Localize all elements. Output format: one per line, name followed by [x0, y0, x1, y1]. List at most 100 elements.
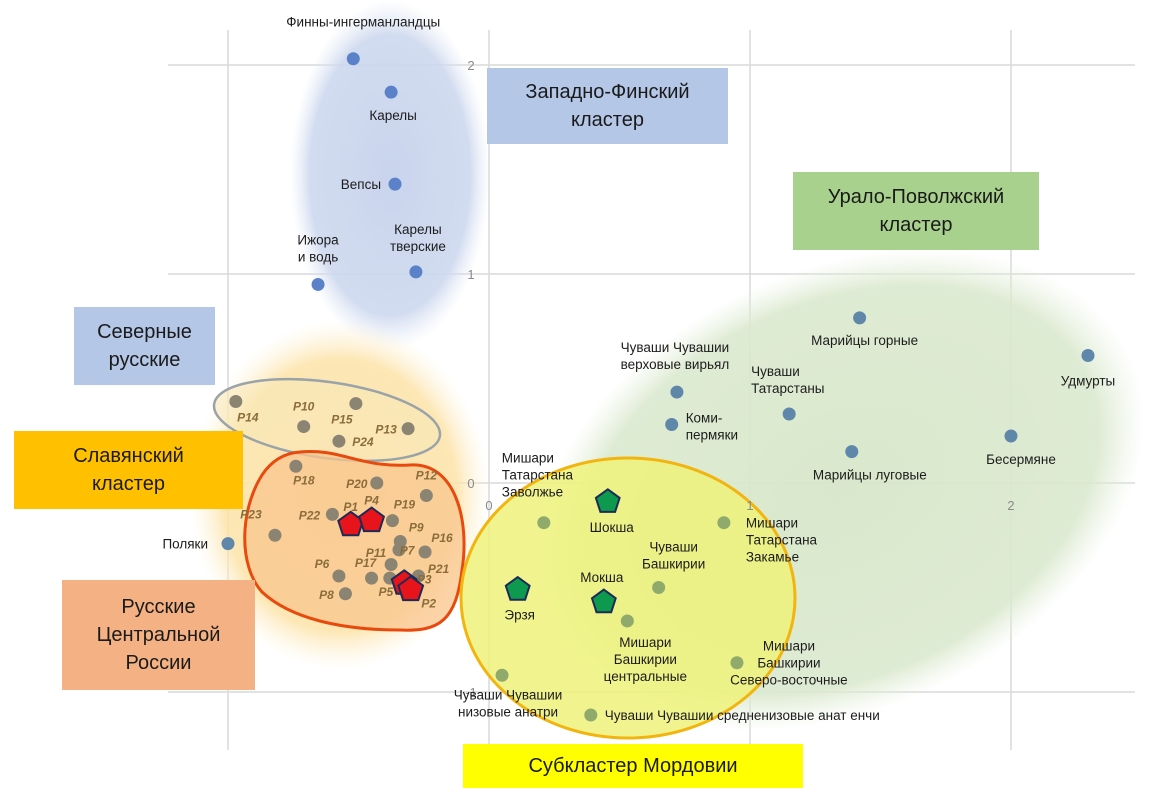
point-label: Карелы тверские [390, 222, 446, 254]
point-label-line: Коми- [686, 410, 723, 425]
point-label: P5 [378, 585, 393, 599]
cluster-label-northern-russians: Северные русские [74, 307, 215, 385]
y-tick-label: 2 [467, 58, 474, 73]
pentagon-marker [504, 575, 531, 601]
point-label-line: P9 [409, 521, 424, 535]
cluster-label-central-russians: Русские Центральной России [62, 580, 255, 690]
circle-marker [325, 507, 339, 521]
point-label-line: Вепсы [341, 177, 381, 192]
point-label: P22 [299, 508, 321, 522]
point-label: Мокша [580, 570, 624, 585]
point-label: P6 [315, 557, 330, 571]
circle-marker [730, 656, 744, 670]
point-label-line: P1 [343, 500, 358, 514]
point-label-line: P6 [315, 557, 330, 571]
point-label-line: P2 [421, 597, 436, 611]
point-label: P16 [431, 531, 453, 545]
point-label: P4 [364, 494, 379, 508]
point-label: Коми-пермяки [686, 410, 738, 442]
point-label: Финны-ингерманландцы [286, 15, 440, 30]
circle-marker [409, 265, 423, 279]
pentagon-marker [594, 488, 621, 513]
point-label-line: P7 [400, 544, 416, 558]
x-tick-label: 0 [485, 498, 492, 513]
point-label: P17 [355, 556, 378, 570]
point-label: P13 [375, 423, 397, 437]
circle-marker [365, 571, 379, 585]
point-label: Карелы [369, 108, 417, 123]
point-label-line: Мишари [746, 516, 798, 531]
pentagon-marker [358, 506, 386, 533]
point-label: P9 [409, 521, 424, 535]
point-label-line: Закамье [746, 550, 799, 565]
circle-marker [229, 394, 243, 408]
point-label: Чуваши Чувашии средненизовые анат енчи [605, 708, 880, 723]
point-label-line: P14 [237, 410, 259, 424]
point-label-line: верховые вирьял [621, 357, 730, 372]
circle-marker [346, 52, 360, 66]
x-tick-label: 2 [1007, 498, 1014, 513]
point-label: Бесермяне [986, 452, 1056, 467]
circle-marker [782, 407, 796, 421]
point-label-line: Мокша [580, 570, 624, 585]
point-label-line: P21 [428, 562, 450, 576]
point-label-line: Татарстаны [751, 381, 824, 396]
pentagon-marker [397, 575, 425, 602]
point-label-line: Мишари [502, 451, 554, 466]
point-label: P11 [366, 546, 387, 560]
point-label-line: Чуваши [649, 540, 698, 555]
point-label-line: Башкирии [642, 557, 705, 572]
point-label: Шокша [590, 520, 635, 535]
west-finnic-halo [290, 0, 490, 350]
point-label: Эрзя [504, 608, 535, 623]
point-label-line: P4 [364, 494, 379, 508]
point-label-line: P13 [375, 423, 397, 437]
point-label-line: Марийцы горные [811, 333, 918, 348]
point-label: P2 [421, 597, 436, 611]
circle-marker [332, 569, 346, 583]
point-label: P1 [343, 500, 358, 514]
point-label-line: Мишари [619, 635, 671, 650]
point-label-line: P24 [352, 435, 374, 449]
cluster-label-slavic: Славянский кластер [14, 431, 243, 509]
point-label-line: тверские [390, 239, 446, 254]
circle-marker [384, 85, 398, 99]
point-label-line: P22 [299, 508, 321, 522]
point-label: Марийцы луговые [813, 468, 927, 483]
point-label-line: низовые анатри [458, 704, 558, 719]
circle-marker [388, 177, 402, 191]
circle-marker [392, 543, 406, 557]
circle-marker [717, 516, 731, 530]
point-label-line: Карелы [394, 222, 442, 237]
circle-marker [401, 422, 415, 436]
circle-marker [537, 516, 551, 530]
y-tick-label: -1 [465, 685, 477, 700]
circle-marker [311, 277, 325, 291]
point-label-line: Татарстана [746, 533, 818, 548]
point-label-line: Чуваши Чувашии [621, 340, 730, 355]
cluster-label-west-finnic: Западно-Финский кластер [487, 68, 728, 144]
point-label: Поляки [162, 537, 208, 552]
point-label-line: Чуваши [751, 364, 800, 379]
circle-marker [385, 514, 399, 528]
circle-marker [620, 614, 634, 628]
circle-marker [1004, 429, 1018, 443]
point-label-line: P15 [331, 413, 353, 427]
point-label-line: Эрзя [504, 608, 535, 623]
point-label: P24 [352, 435, 374, 449]
point-label-line: P19 [394, 498, 416, 512]
point-label-line: Северо-восточные [730, 673, 848, 688]
point-label-line: Поляки [162, 537, 208, 552]
point-label-line: Заволжье [502, 485, 563, 500]
pentagon-marker [590, 588, 617, 614]
point-label: P19 [394, 498, 416, 512]
point-label: P21 [428, 562, 450, 576]
y-tick-label: 0 [467, 476, 474, 491]
point-label-line: центральные [604, 669, 687, 684]
